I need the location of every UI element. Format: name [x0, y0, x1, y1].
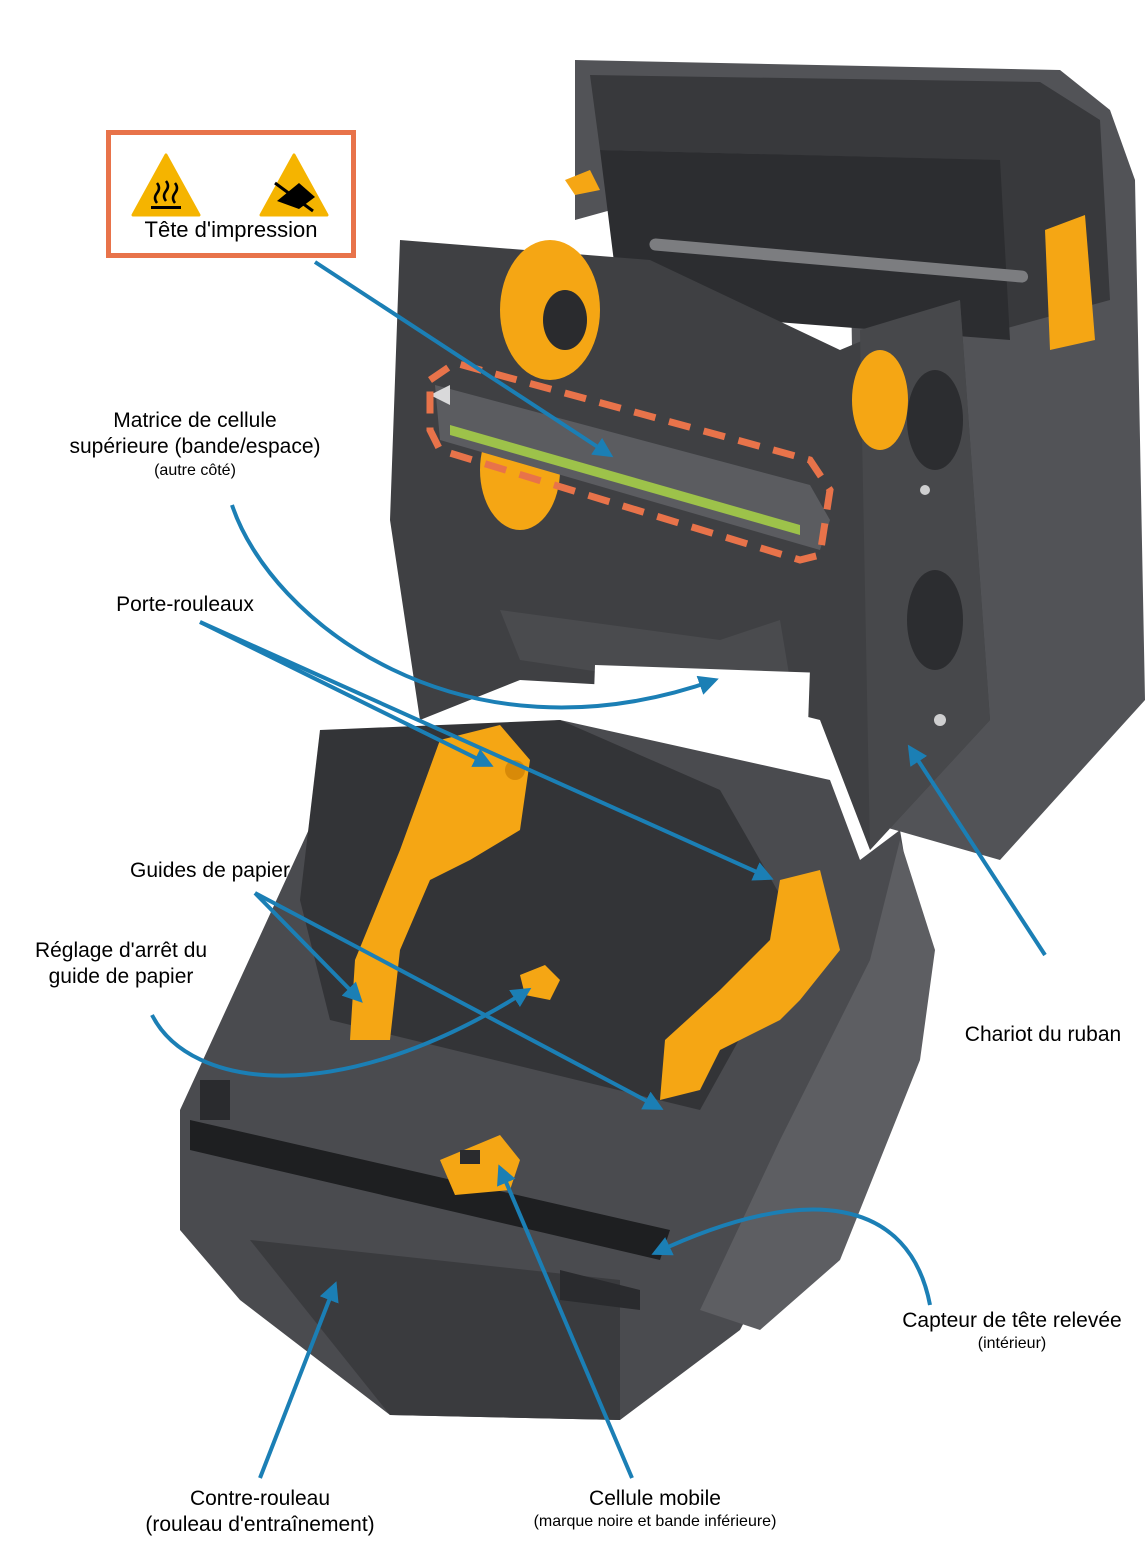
ribbon-carriage [390, 240, 990, 850]
label-contre-rouleau: Contre-rouleau (rouleau d'entraînement) [110, 1486, 410, 1539]
label-capteur: Capteur de tête relevée (intérieur) [878, 1308, 1146, 1354]
callout-cellule [497, 1164, 634, 1479]
callout-capteur [651, 1207, 932, 1306]
callout-printhead [313, 260, 614, 458]
label-porte-line1: Porte-rouleaux [116, 593, 254, 616]
esd-warning-icon [259, 153, 329, 217]
label-capteur-line1: Capteur de tête relevée [902, 1309, 1122, 1332]
callout-porte-2 [199, 620, 774, 881]
label-reglage-line1: Réglage d'arrêt du [34, 939, 208, 962]
printer-base [180, 720, 935, 1420]
callout-guides-2 [254, 891, 664, 1110]
hot-surface-warning-icon [131, 153, 201, 217]
callout-guides-1 [253, 891, 363, 1003]
label-cellule-note: (marque noire et bande inférieure) [533, 1513, 777, 1531]
label-capteur-note: (intérieur) [977, 1335, 1047, 1353]
label-guides-line1: Guides de papier [130, 859, 290, 882]
label-matrice-line2: supérieure (bande/espace) [69, 435, 321, 459]
label-chariot-line1: Chariot du ruban [964, 1023, 1122, 1046]
callout-contre [258, 1281, 339, 1479]
label-contre-line2: (rouleau d'entraînement) [145, 1513, 375, 1537]
label-contre-line1: Contre-rouleau [189, 1487, 331, 1510]
label-matrice: Matrice de cellule supérieure (bande/esp… [50, 408, 340, 481]
label-reglage-line2: guide de papier [48, 965, 194, 989]
label-porte-rouleaux: Porte-rouleaux [80, 592, 290, 618]
label-cellule-line1: Cellule mobile [589, 1487, 721, 1510]
label-chariot: Chariot du ruban [940, 1022, 1146, 1048]
callout-matrice [230, 504, 719, 710]
label-matrice-note: (autre côté) [154, 461, 236, 479]
label-matrice-line1: Matrice de cellule [113, 409, 277, 432]
warning-title: Tête d'impression [144, 217, 318, 242]
callout-chariot [907, 744, 1047, 957]
label-reglage: Réglage d'arrêt du guide de papier [0, 938, 242, 991]
label-cellule: Cellule mobile (marque noire et bande in… [490, 1486, 820, 1532]
callout-reglage [150, 987, 532, 1078]
callout-lines [150, 260, 1047, 1479]
label-guides: Guides de papier [100, 858, 320, 884]
printhead-warning-box: Tête d'impression [106, 130, 356, 258]
